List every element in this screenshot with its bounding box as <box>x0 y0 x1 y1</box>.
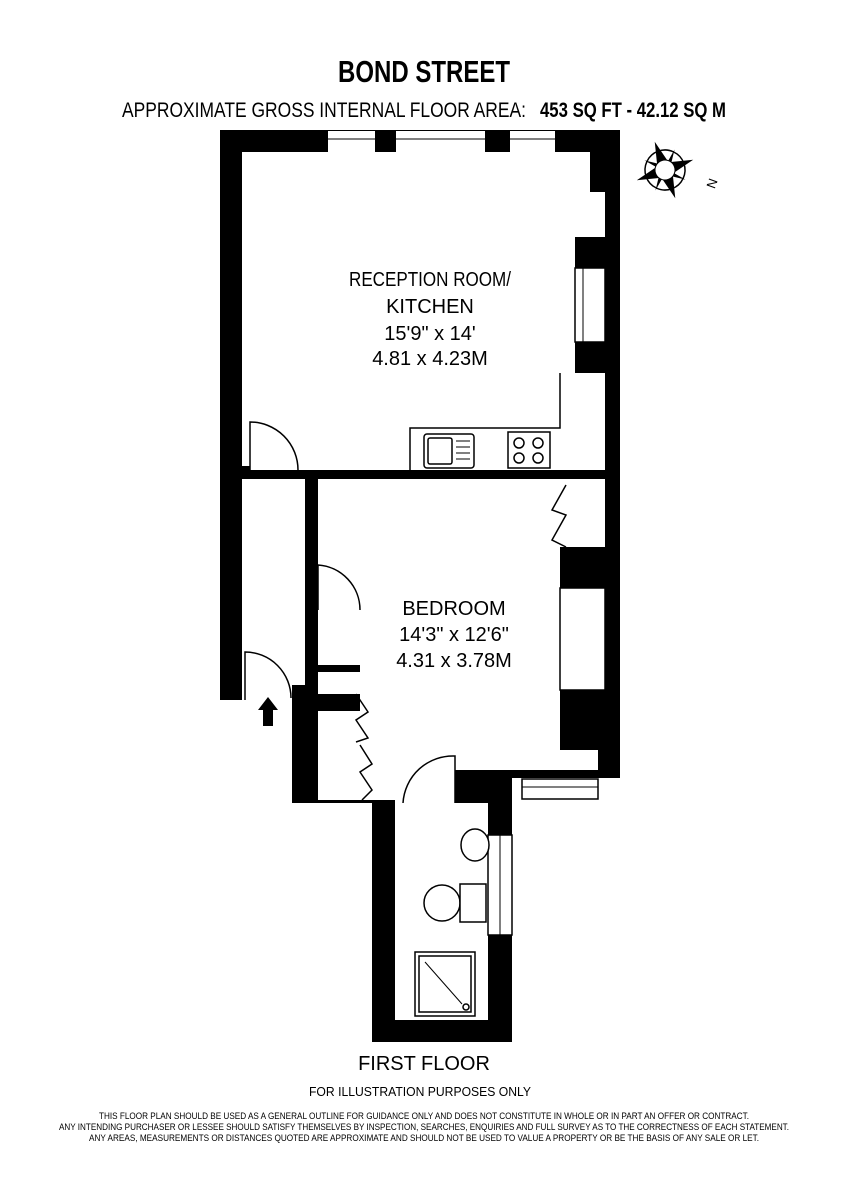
front-door[interactable] <box>244 651 292 700</box>
window <box>574 267 606 343</box>
closet <box>318 711 360 800</box>
disclaimer-line: ANY AREAS, MEASUREMENTS OR DISTANCES QUO… <box>89 1133 759 1144</box>
floor-label: FIRST FLOOR <box>358 1053 490 1075</box>
window <box>521 778 599 800</box>
closet <box>318 672 360 694</box>
disclaimer-line: ANY INTENDING PURCHASER OR LESSEE SHOULD… <box>59 1122 789 1133</box>
plan-title: BOND STREET <box>338 54 510 89</box>
area-label: APPROXIMATE GROSS INTERNAL FLOOR AREA: <box>122 99 526 122</box>
kitchen-counter <box>409 373 561 470</box>
room-name: RECEPTION ROOM/ <box>349 269 511 291</box>
reception-door[interactable] <box>249 421 299 471</box>
bifold-door[interactable] <box>550 484 568 548</box>
entrance-arrow-icon <box>258 697 278 726</box>
toilet-icon <box>423 884 461 922</box>
room-dimensions-imperial: 14'3" x 12'6" <box>399 624 509 646</box>
basin-icon <box>460 828 490 862</box>
window-top <box>328 131 555 152</box>
room-name: KITCHEN <box>386 296 474 318</box>
bifold-door[interactable] <box>358 744 374 801</box>
room-dimensions-metric: 4.31 x 3.78M <box>396 650 512 672</box>
sink-icon <box>423 433 475 469</box>
window <box>559 587 606 691</box>
illustration-note: FOR ILLUSTRATION PURPOSES ONLY <box>309 1084 531 1099</box>
reception-room-area <box>242 152 605 470</box>
bedroom-area <box>318 479 605 803</box>
compass-icon <box>636 141 694 199</box>
bifold-door[interactable] <box>354 693 370 743</box>
bedroom-door[interactable] <box>317 564 361 611</box>
room-name: BEDROOM <box>402 598 505 620</box>
room-dimensions-imperial: 15'9" x 14' <box>384 323 475 345</box>
room-dimensions-metric: 4.81 x 4.23M <box>372 348 488 370</box>
partition-wall <box>305 470 605 479</box>
hob-icon <box>507 431 551 469</box>
hall-area <box>242 479 305 700</box>
bathroom-door[interactable] <box>402 755 456 804</box>
disclaimer-line: THIS FLOOR PLAN SHOULD BE USED AS A GENE… <box>99 1111 749 1122</box>
compass-north-label: N <box>703 176 720 190</box>
area-value: 453 SQ FT - 42.12 SQ M <box>540 99 726 122</box>
